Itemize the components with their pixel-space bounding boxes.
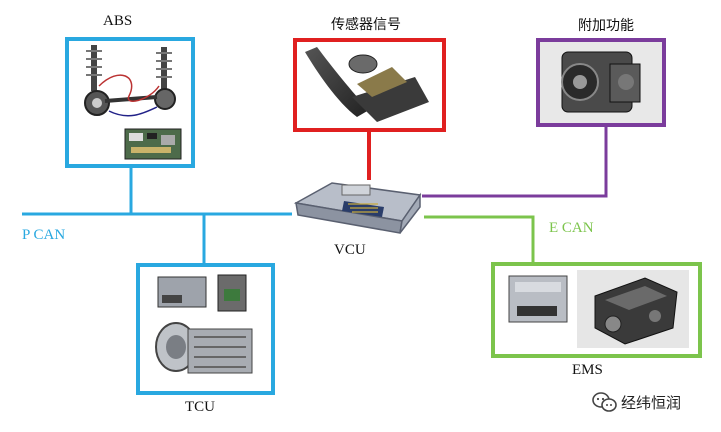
- addon-pump-image: [540, 42, 662, 123]
- wechat-icon: [592, 392, 617, 412]
- abs-label: ABS: [103, 13, 133, 29]
- tcu-box: [136, 263, 275, 395]
- abs-suspension-image: [84, 45, 182, 160]
- watermark: 经纬恒润: [591, 390, 711, 414]
- ems-engine-image: [508, 270, 689, 348]
- ems-box: [491, 262, 702, 358]
- addon-box: [536, 38, 666, 127]
- vcu-ecu-image: [293, 182, 422, 234]
- addon-label: 附加功能: [578, 18, 634, 34]
- sensor-label: 传感器信号: [331, 17, 401, 33]
- pedal-sensor-image: [305, 47, 429, 122]
- watermark-text: 经纬恒润: [621, 394, 682, 412]
- tcu-transmission-image: [155, 274, 253, 374]
- e-can-label: E CAN: [549, 220, 594, 236]
- addon-link-line: [422, 126, 608, 198]
- tcu-label: TCU: [185, 399, 215, 415]
- abs-box: [65, 37, 195, 168]
- vcu-module: [292, 177, 424, 239]
- p-can-label: P CAN: [22, 227, 66, 243]
- e-can-link-line: [424, 215, 535, 262]
- sensor-box: [293, 38, 446, 132]
- ems-label: EMS: [572, 362, 603, 378]
- vcu-label: VCU: [334, 242, 366, 258]
